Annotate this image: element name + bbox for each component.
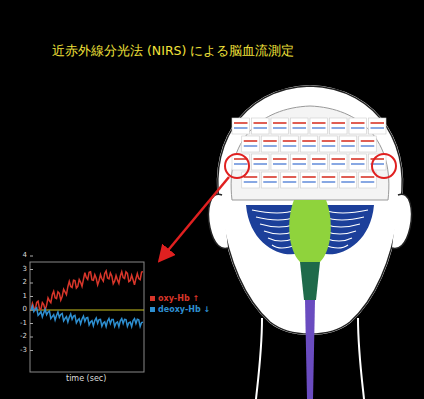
legend-item: oxy-Hb ↑ [150, 294, 199, 303]
tick-label: 2 [23, 278, 27, 286]
head-outline-inner [218, 86, 402, 334]
probe-circle [225, 154, 249, 178]
tick-label: -1 [20, 319, 27, 327]
pointer-arrow [160, 177, 229, 260]
cerebrum [231, 106, 389, 200]
oxy-curve [31, 271, 143, 310]
tick-label: 0 [23, 305, 27, 313]
axis-title: time (sec) [66, 374, 106, 383]
probe-circle [372, 154, 396, 178]
tick-label: 1 [23, 292, 27, 300]
tick-label: -2 [20, 332, 27, 340]
legend-text: deoxy-Hb ↓ [158, 305, 210, 314]
tick-label: 4 [23, 251, 27, 259]
legend-swatch [150, 307, 155, 312]
head-outline [218, 86, 402, 334]
tick-label: -3 [20, 346, 27, 354]
chart-frame [30, 262, 144, 372]
ear-right [392, 194, 412, 248]
deoxy-curve [31, 306, 143, 326]
legend-swatch [150, 296, 155, 301]
probe-grid [232, 118, 386, 188]
legend-item: deoxy-Hb ↓ [150, 305, 210, 314]
zero-line [30, 310, 144, 311]
tick-label: 3 [23, 265, 27, 273]
title: 近赤外線分光法 (NIRS) による脳血流測定 [52, 43, 294, 60]
legend-text: oxy-Hb ↑ [158, 294, 199, 303]
brainstem [289, 200, 331, 262]
spinal-cord [305, 300, 315, 399]
ear-left [209, 194, 229, 248]
medulla [300, 262, 320, 300]
